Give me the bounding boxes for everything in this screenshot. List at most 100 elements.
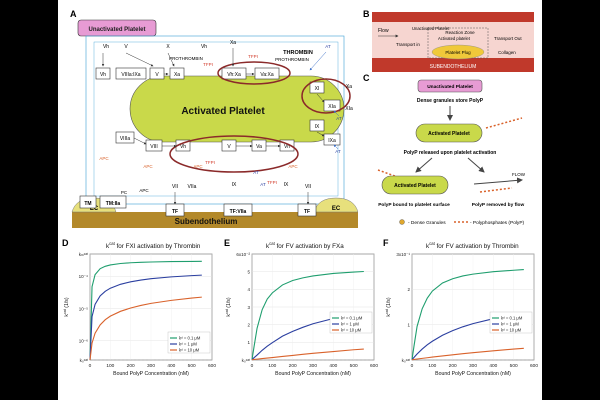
chart-e-x-tick-label: 600 — [370, 363, 378, 369]
collagen-label: Collagen — [498, 50, 516, 55]
label-prothrombin-2: PROTHROMBIN — [275, 57, 309, 62]
panel-label-f: F — [383, 238, 389, 248]
label-viia: VIIa — [188, 184, 197, 190]
chart-f-x-tick-label: 0 — [411, 363, 414, 369]
chart-d-x-tick-label: 500 — [188, 363, 196, 369]
label-apc-3: APC — [193, 164, 203, 169]
flow-arrow-c — [473, 177, 523, 185]
subendothelium-bar — [72, 212, 358, 228]
label-vh-top: Vh — [201, 44, 207, 50]
vessel-flow-diagram: Flow Unactivated Platelet Activated plat… — [372, 12, 534, 72]
chart-d-x-tick-label: 200 — [127, 363, 135, 369]
chart-e-y-tick-label: 5 — [247, 269, 250, 274]
ec-left-label: EC — [90, 206, 99, 212]
chart-e-y-tick-label: 2 — [247, 322, 250, 327]
label-apc-1: APC — [99, 156, 109, 161]
label-tf-viia: TF:VIIa — [230, 209, 247, 215]
label-at-2: AT — [336, 116, 342, 121]
subendothelium-label-b: SUBENDOTHELIUM — [430, 64, 477, 70]
chart-d-x-axis-label: Bound PolyP Concentration (nM) — [113, 371, 189, 377]
activated-platelet-label-b: Activated platelet — [438, 36, 471, 41]
label-xa-right: Xa — [346, 84, 352, 90]
chart-d-series-line-1 — [89, 260, 202, 361]
box-xia — [323, 99, 341, 112]
highlight-oval-bottom — [169, 135, 299, 173]
label-ix-bottom-2: IX — [284, 182, 289, 188]
panel-label-e: E — [224, 238, 231, 248]
label-viii-box: VIII — [150, 144, 158, 150]
activated-platelet-c-2 — [381, 175, 449, 195]
label-vii: VII — [172, 184, 178, 190]
chart-d-legend-label-3: kᵈ = 10 μM — [179, 348, 200, 353]
unactivated-platelet-c — [417, 79, 483, 93]
label-thrombin: THROMBIN — [283, 50, 313, 56]
vessel-wall-top — [372, 12, 534, 22]
label-tf: TF — [172, 209, 178, 215]
chart-f-x-tick-label: 400 — [489, 363, 497, 369]
label-prothrombin-1: PROTHROMBIN — [169, 56, 203, 61]
chart-d-title: kcat for FXI activation by Thrombin — [106, 241, 201, 251]
chart-e-y-tick-label: 4 — [247, 287, 250, 292]
label-v-box: V — [155, 72, 159, 78]
label-apc-4: APC — [288, 164, 298, 169]
chart-d-x-tick-label: 300 — [147, 363, 155, 369]
activated-platelet-label: Activated Platelet — [181, 106, 265, 117]
box-ixa — [323, 133, 341, 146]
box-ix — [309, 119, 325, 132]
label-ix-bottom: IX — [232, 182, 237, 188]
label-vh-xa: Vh:Xa — [227, 72, 241, 78]
flow-label-c: FLOW — [512, 172, 526, 177]
label-ix-box: IX — [315, 124, 320, 130]
chart-d-series-line-3 — [89, 296, 202, 361]
activated-platelet-c-2-label: Activated Platelet — [394, 183, 436, 189]
chart-d-legend-box — [167, 331, 211, 354]
chart-e-x-tick-label: 400 — [329, 363, 337, 369]
label-tfpi-4: TFPI — [267, 180, 277, 185]
label-pc: PC — [121, 190, 128, 195]
label-at-3: AT — [335, 149, 341, 154]
box-viiia-ixa — [115, 67, 147, 80]
inhibition-arrows — [309, 51, 340, 150]
chart-f-y-tick-label: 2 — [407, 287, 410, 292]
chart-e-x-tick-label: 100 — [268, 363, 276, 369]
chart-d-series-line-2 — [89, 274, 202, 361]
dense-granule-icon — [399, 219, 405, 225]
chart-d-y-tick-label: 10⁻⁵ — [79, 306, 88, 311]
unactivated-platelet-label: Unactivated Platelet — [88, 27, 145, 33]
label-tfpi-2: TFPI — [248, 54, 258, 59]
label-viiia-box: VIIIa — [120, 136, 131, 142]
label-at-1: AT — [325, 44, 331, 49]
label-viiia-ixa: VIIIa:IXa — [121, 72, 140, 78]
chart-e-title: kcat for FV activation by FXa — [266, 241, 344, 251]
chart-e-y-tick-label: k₀ᶜᵃᵗ — [242, 358, 250, 363]
label-apc-bottom: APC — [139, 188, 149, 193]
chart-d-x-tick-label: 0 — [89, 363, 92, 369]
box-xi — [309, 81, 325, 94]
box-viii — [145, 139, 163, 152]
label-at-4: AT — [253, 170, 259, 175]
polyp-chain-1 — [485, 117, 523, 129]
chart-f-y-axis-label: kcat (1/s) — [385, 297, 392, 316]
box-v-top — [149, 67, 165, 80]
label-vh-box: Vh — [100, 72, 106, 78]
chart-d-x-tick-label: 600 — [208, 363, 216, 369]
label-vh3-box: Vh — [284, 144, 290, 150]
box-tf-viia — [223, 203, 253, 217]
polyp-chain-3 — [479, 187, 513, 193]
chart-e-legend-label-1: kᵈ = 0.1 μM — [341, 316, 363, 321]
label-xia-right: XIa — [345, 106, 353, 112]
chart-d-legend-label-1: kᵈ = 0.1 μM — [179, 336, 201, 341]
removed-label: PolyP removed by flow — [472, 202, 525, 208]
bound-label: PolyP bound to platelet surface — [378, 202, 450, 208]
figure: A B C D E F Unactivated Platelet Activat… — [58, 0, 542, 400]
legend-granules-label: - Dense Granules — [408, 220, 446, 226]
box-va-xa — [254, 67, 280, 80]
chart-f-series-line-3 — [411, 347, 524, 361]
label-tm-iia: TM:IIa — [106, 201, 121, 207]
chart-f-legend-label-2: kᵈ = 1 μM — [501, 322, 519, 327]
chart-d-x-tick-label: 400 — [167, 363, 175, 369]
chart-f-y-tick-label: k₀ᶜᵃᵗ — [402, 358, 410, 363]
panel-label-b: B — [363, 9, 370, 19]
panel-label-c: C — [363, 73, 370, 83]
